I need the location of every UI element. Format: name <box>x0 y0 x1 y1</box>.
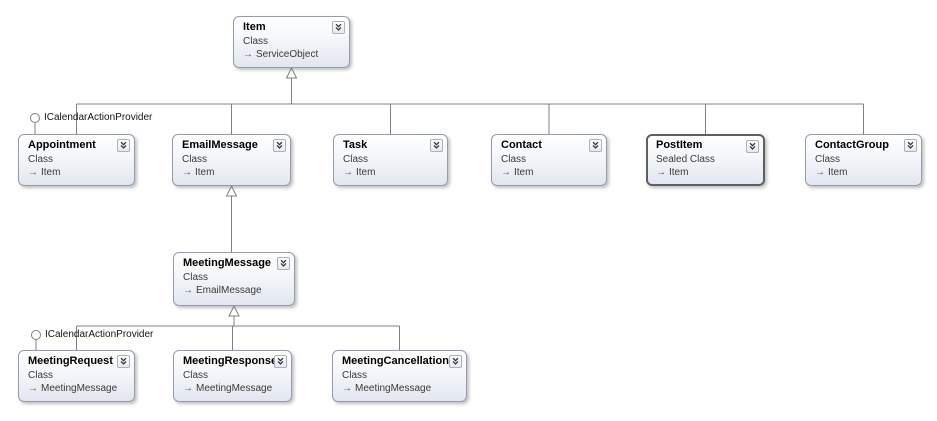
collapse-chevron-icon[interactable] <box>449 355 462 368</box>
class-node-meetingrequest[interactable]: MeetingRequest Class → MeetingMessage <box>18 350 135 402</box>
class-title: MeetingMessage <box>183 257 272 269</box>
class-kind: Class <box>342 370 368 381</box>
inherits-arrow-icon: → <box>501 167 511 178</box>
class-kind: Class <box>501 154 527 165</box>
class-kind: Class <box>815 154 841 165</box>
interface-lollipop-icon[interactable] <box>31 330 41 340</box>
collapse-chevron-icon[interactable] <box>589 139 602 152</box>
class-title: Task <box>343 139 368 151</box>
inherits-arrow-icon: → <box>28 167 38 178</box>
inherits-arrow-icon: → <box>343 167 353 178</box>
inherits-arrow-icon: → <box>656 167 666 178</box>
class-node-appointment[interactable]: Appointment Class → Item <box>18 134 135 186</box>
class-base-line: → Item <box>343 167 439 179</box>
inherits-arrow-icon: → <box>342 383 352 394</box>
class-base-name: ServiceObject <box>256 49 319 60</box>
collapse-chevron-icon[interactable] <box>274 355 287 368</box>
class-title: PostItem <box>656 139 703 151</box>
class-kind: Class <box>28 370 54 381</box>
class-title: Appointment <box>28 139 96 151</box>
class-node-meetingmessage[interactable]: MeetingMessage Class → EmailMessage <box>173 252 295 306</box>
class-base-name: Item <box>514 167 534 178</box>
class-kind: Class <box>343 154 369 165</box>
class-base-line: → MeetingMessage <box>28 383 126 395</box>
collapse-chevron-icon[interactable] <box>746 140 759 153</box>
collapse-chevron-icon[interactable] <box>273 139 286 152</box>
class-kind: Class <box>183 370 209 381</box>
inherits-arrow-icon: → <box>28 383 38 394</box>
class-base-line: → Item <box>501 167 598 179</box>
class-title: Contact <box>501 139 542 151</box>
class-base-line: → Item <box>656 167 756 179</box>
inherits-arrow-icon: → <box>182 167 192 178</box>
class-title: EmailMessage <box>182 139 258 151</box>
class-node-contact[interactable]: Contact Class → Item <box>491 134 607 186</box>
collapse-chevron-icon[interactable] <box>277 257 290 270</box>
class-base-line: → Item <box>28 167 126 179</box>
inherits-arrow-icon: → <box>183 383 193 394</box>
collapse-chevron-icon[interactable] <box>430 139 443 152</box>
collapse-chevron-icon[interactable] <box>117 355 130 368</box>
class-base-name: MeetingMessage <box>196 383 273 394</box>
class-base-name: MeetingMessage <box>355 383 432 394</box>
class-node-postitem[interactable]: PostItem Sealed Class → Item <box>646 134 765 186</box>
class-node-item[interactable]: Item Class → ServiceObject <box>233 16 350 68</box>
class-base-line: → Item <box>815 167 913 179</box>
class-base-name: Item <box>669 167 689 178</box>
class-base-line: → ServiceObject <box>243 49 341 61</box>
interface-lollipop-icon[interactable] <box>30 113 40 123</box>
class-base-line: → MeetingMessage <box>342 383 458 395</box>
collapse-chevron-icon[interactable] <box>117 139 130 152</box>
class-base-name: Item <box>195 167 215 178</box>
inherits-arrow-icon: → <box>243 49 253 60</box>
class-node-emailmessage[interactable]: EmailMessage Class → Item <box>172 134 291 186</box>
class-node-contactgroup[interactable]: ContactGroup Class → Item <box>805 134 922 186</box>
class-kind: Sealed Class <box>656 154 715 165</box>
collapse-chevron-icon[interactable] <box>332 21 345 34</box>
class-base-line: → Item <box>182 167 282 179</box>
class-base-line: → EmailMessage <box>183 285 286 297</box>
collapse-chevron-icon[interactable] <box>904 139 917 152</box>
class-title: MeetingRequest <box>28 355 113 367</box>
class-base-name: Item <box>356 167 376 178</box>
class-kind: Class <box>183 272 209 283</box>
class-base-name: EmailMessage <box>196 285 262 296</box>
class-base-name: MeetingMessage <box>41 383 118 394</box>
inherits-arrow-icon: → <box>183 285 193 296</box>
class-base-line: → MeetingMessage <box>183 383 283 395</box>
class-base-name: Item <box>41 167 61 178</box>
class-title: ContactGroup <box>815 139 889 151</box>
interface-label: ICalendarActionProvider <box>44 112 153 123</box>
class-node-meetingcancellation[interactable]: MeetingCancellation Class → MeetingMessa… <box>332 350 467 402</box>
class-kind: Class <box>182 154 208 165</box>
class-title: MeetingResponse <box>183 355 278 367</box>
class-title: MeetingCancellation <box>342 355 449 367</box>
interface-label: ICalendarActionProvider <box>45 329 154 340</box>
class-node-task[interactable]: Task Class → Item <box>333 134 448 186</box>
inherits-arrow-icon: → <box>815 167 825 178</box>
class-kind: Class <box>28 154 54 165</box>
class-node-meetingresponse[interactable]: MeetingResponse Class → MeetingMessage <box>173 350 292 402</box>
class-base-name: Item <box>828 167 848 178</box>
class-kind: Class <box>243 36 269 47</box>
class-title: Item <box>243 21 266 33</box>
